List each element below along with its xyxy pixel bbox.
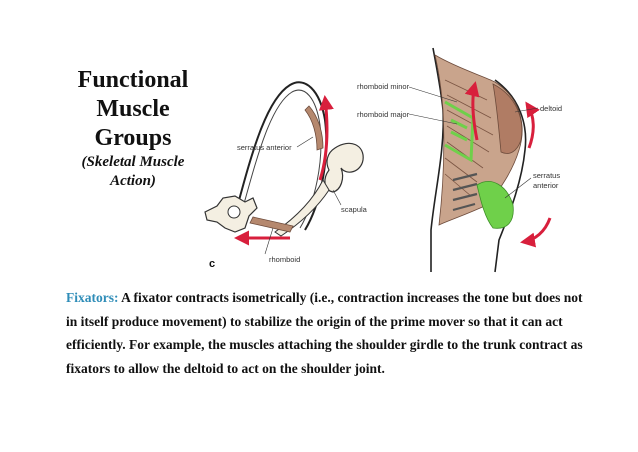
leader-scapula	[333, 190, 341, 205]
fixator-muscle-figure: serratus anterior scapula rhomboid c rho…	[195, 40, 585, 280]
shoulder-back-diagram: rhomboid minor rhomboid major deltoid se…	[357, 48, 562, 272]
serratus-anterior-muscle	[305, 106, 323, 150]
scapula-shape	[325, 143, 363, 192]
slide-title-block: Functional Muscle Groups (Skeletal Muscl…	[58, 66, 208, 191]
slide-title-line-2: Muscle	[58, 95, 208, 124]
panel-letter: c	[209, 258, 215, 270]
leader-serratus-right	[505, 178, 531, 198]
slide-title-line-1: Functional	[58, 66, 208, 95]
fixators-term: Fixators:	[66, 290, 118, 305]
label-serratus-anterior-left: serratus anterior	[237, 143, 292, 152]
rhomboid-muscle	[250, 217, 293, 232]
label-rhomboid-major: rhomboid major	[357, 110, 410, 119]
fixators-paragraph: Fixators: A fixator contracts isometrica…	[66, 286, 596, 380]
label-scapula: scapula	[341, 205, 368, 214]
leader-rhomboid	[265, 228, 273, 254]
slide-subtitle-line-2: Action)	[58, 172, 208, 191]
fixators-description: A fixator contracts isometrically (i.e.,…	[66, 290, 583, 376]
leader-serratus-left	[297, 137, 313, 147]
arrow-arm-down	[523, 218, 550, 242]
label-rhomboid-minor: rhomboid minor	[357, 82, 410, 91]
label-rhomboid: rhomboid	[269, 255, 300, 264]
transverse-section-diagram: serratus anterior scapula rhomboid c	[205, 82, 368, 270]
slide-title-line-3: Groups	[58, 124, 208, 153]
slide-subtitle-line-1: (Skeletal Muscle	[58, 153, 208, 172]
label-serratus-right-line2: anterior	[533, 181, 559, 190]
serratus-anterior-green	[477, 182, 513, 229]
vertebral-foramen	[228, 206, 240, 218]
arrow-deltoid	[527, 104, 533, 148]
label-deltoid: deltoid	[540, 104, 562, 113]
label-serratus-right-line1: serratus	[533, 171, 560, 180]
